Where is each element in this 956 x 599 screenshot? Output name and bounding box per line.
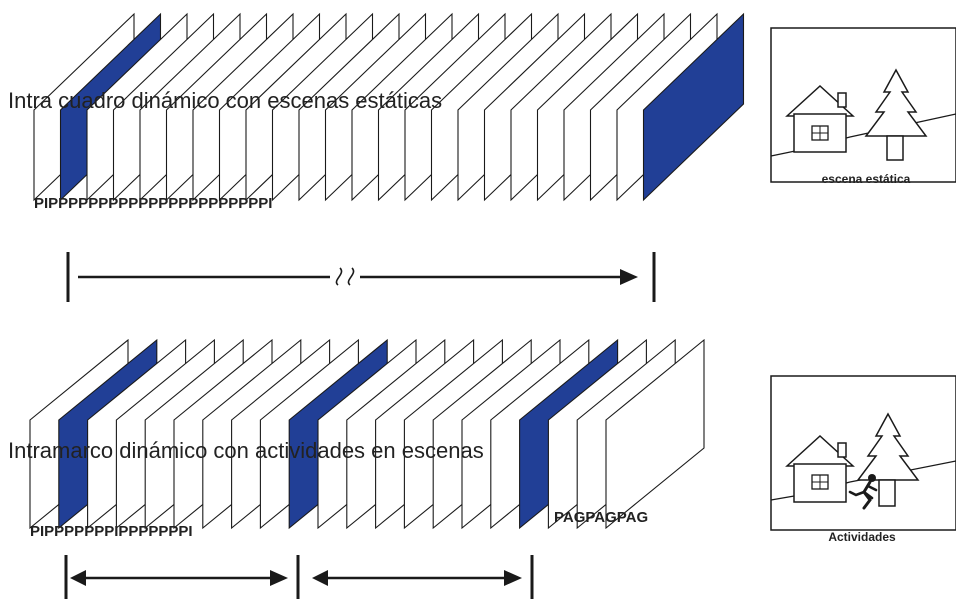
axis-break-icon bbox=[330, 267, 360, 286]
bottom-segment-2-left-arrowhead bbox=[312, 570, 328, 586]
top-frame-labels: PIPPPPPPPPPPPPPPPPPPPPPPI bbox=[34, 195, 272, 212]
activity-scene-caption: Actividades bbox=[828, 530, 896, 544]
p-frame bbox=[605, 338, 705, 530]
static-scene-caption: escena estática bbox=[822, 172, 911, 186]
static-scene-panel: escena estática bbox=[770, 27, 956, 186]
house-icon bbox=[785, 84, 855, 153]
bottom-segment-1-left-arrowhead bbox=[70, 570, 86, 586]
bottom-row-title: Intramarco dinámico con actividades en e… bbox=[8, 438, 484, 463]
bottom-frame-stack bbox=[29, 338, 705, 530]
top-timeline-arrowhead bbox=[620, 269, 638, 285]
i-frame bbox=[642, 12, 745, 202]
bottom-segment-2-right-arrowhead bbox=[504, 570, 522, 586]
tree-icon bbox=[856, 412, 920, 507]
house-icon bbox=[785, 434, 855, 503]
top-timeline bbox=[66, 252, 656, 302]
runner-icon bbox=[848, 474, 878, 510]
top-frame-stack bbox=[33, 12, 745, 202]
tree-icon bbox=[864, 68, 928, 161]
bottom-timeline bbox=[64, 555, 534, 599]
bottom-frame-labels: PIPPPPPPPIPPPPPPPI bbox=[30, 523, 193, 540]
bottom-group2-labels: PAGPAGPAG bbox=[554, 509, 648, 526]
activity-scene-panel: Actividades bbox=[770, 375, 956, 544]
top-row-title: Intra cuadro dinámico con escenas estáti… bbox=[8, 88, 442, 113]
bottom-segment-1-right-arrowhead bbox=[270, 570, 288, 586]
